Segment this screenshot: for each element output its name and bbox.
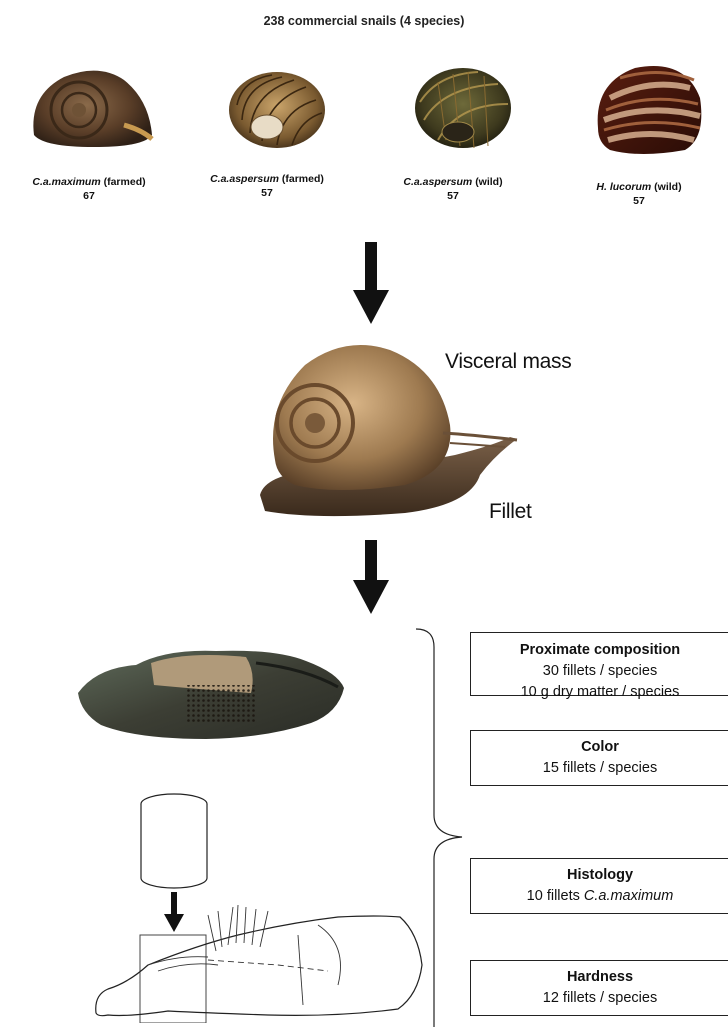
down-arrow-icon <box>353 540 389 614</box>
analysis-line: 15 fillets / species <box>471 758 728 779</box>
analysis-line: 10 fillets C.a.maximum <box>471 886 728 907</box>
visceral-mass-label: Visceral mass <box>445 350 571 374</box>
count: 57 <box>261 187 273 199</box>
fillet-line-drawing <box>88 905 428 1023</box>
count: 67 <box>83 190 95 202</box>
fillet-label: Fillet <box>489 500 532 524</box>
species-name: H. lucorum <box>596 181 651 193</box>
snail-image-ca-maximum <box>24 55 159 155</box>
diagram-title: 238 commercial snails (4 species) <box>0 14 728 28</box>
count: 57 <box>633 195 645 207</box>
down-arrow-icon <box>353 242 389 324</box>
analysis-box-hardness: Hardness 12 fillets / species <box>470 960 728 1016</box>
analysis-heading: Proximate composition <box>471 640 728 661</box>
analysis-box-proximate: Proximate composition 30 fillets / speci… <box>470 632 728 696</box>
snail-image-ca-aspersum-wild <box>408 62 518 154</box>
snail-image-ca-aspersum-farmed <box>222 65 332 155</box>
analysis-heading: Color <box>471 737 728 758</box>
cylinder-probe-icon <box>138 792 210 892</box>
snail-caption-3: C.a.aspersum (wild) 57 <box>378 175 528 203</box>
species-name: C.a.aspersum <box>403 176 472 188</box>
analysis-box-color: Color 15 fillets / species <box>470 730 728 786</box>
origin: (wild) <box>654 181 681 193</box>
snail-image-h-lucorum <box>590 58 706 158</box>
species-name: C.a.maximum <box>584 888 673 904</box>
analysis-line-text: 10 fillets <box>527 888 580 904</box>
analysis-box-histology: Histology 10 fillets C.a.maximum <box>470 858 728 914</box>
snail-caption-1: C.a.maximum (farmed) 67 <box>14 175 164 203</box>
analysis-line: 30 fillets / species <box>471 661 728 682</box>
grouping-brace <box>416 625 470 1027</box>
fillet-image <box>76 643 348 743</box>
origin: (farmed) <box>104 176 146 188</box>
analysis-line: 10 g dry matter / species <box>471 682 728 703</box>
analysis-line: 12 fillets / species <box>471 988 728 1009</box>
count: 57 <box>447 190 459 202</box>
origin: (wild) <box>475 176 502 188</box>
species-name: C.a.aspersum <box>210 173 279 185</box>
analysis-heading: Hardness <box>471 967 728 988</box>
snail-caption-4: H. lucorum (wild) 57 <box>564 180 714 208</box>
analysis-heading: Histology <box>471 865 728 886</box>
origin: (farmed) <box>282 173 324 185</box>
species-name: C.a.maximum <box>32 176 100 188</box>
snail-caption-2: C.a.aspersum (farmed) 57 <box>192 172 342 200</box>
